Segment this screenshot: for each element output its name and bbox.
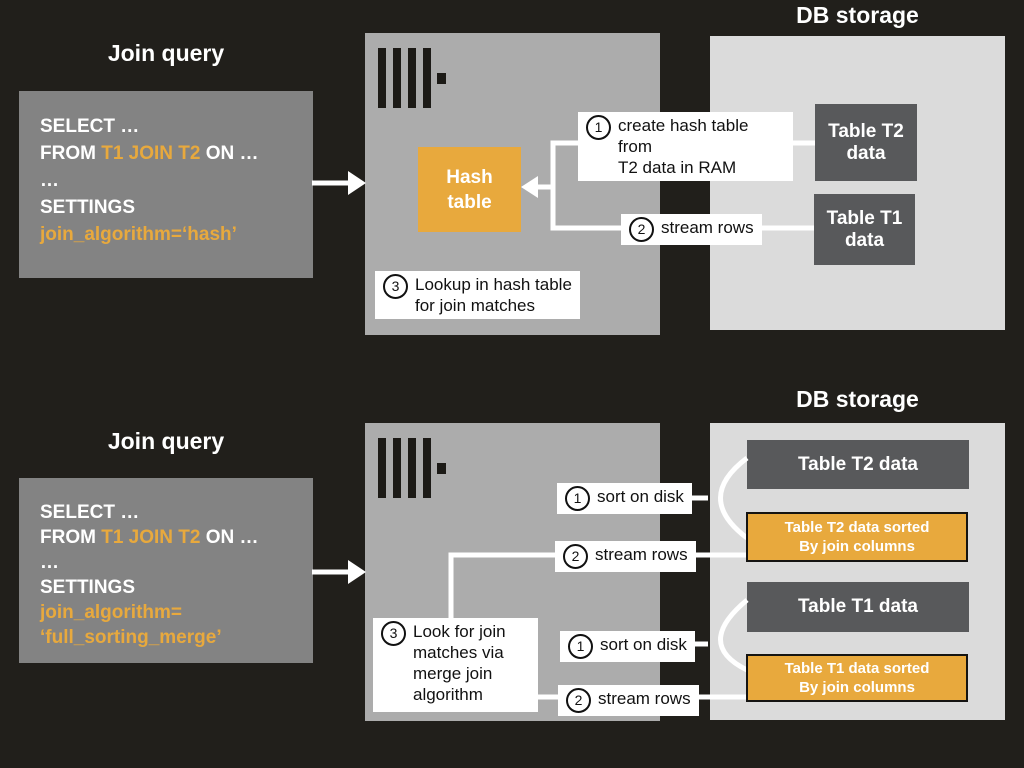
sql-line: ‘full_sorting_merge’ [40,627,222,648]
table-t2-data-box: Table T2 data [815,104,917,181]
sql-line: FROM T1 JOIN T2 ON … [40,527,259,548]
callout-sort-on-disk-t1: 1 sort on disk [560,631,695,662]
sql-line: … [40,170,59,191]
table-t1-data-box: Table T1 data [747,582,969,632]
callout-stream-rows: 2 stream rows [621,214,762,245]
merge-join-query-box: SELECT … FROM T1 JOIN T2 ON … … SETTINGS… [19,478,313,663]
hash-join-query-title: Join query [107,40,225,66]
callout-stream-rows-t1: 2 stream rows [558,685,699,716]
hash-join-sql: SELECT … FROM T1 JOIN T2 ON … … SETTINGS… [40,113,259,248]
table-t1-sorted-box: Table T1 data sorted By join columns [746,654,968,702]
sql-line: join_algorithm= [40,602,182,623]
sql-line: SELECT … [40,116,140,137]
step-number-circle: 3 [383,274,408,299]
step-number-circle: 1 [586,115,611,140]
hash-join-db-storage-title: DB storage [796,2,919,28]
hash-join-db-storage-box [710,36,1005,330]
callout-sort-on-disk-t2: 1 sort on disk [557,483,692,514]
table-t1-data-box: Table T1 data [814,194,915,265]
merge-join-query-title: Join query [107,428,225,454]
step-number-circle: 2 [629,217,654,242]
sql-line: SETTINGS [40,197,136,218]
sql-line: … [40,552,59,573]
callout-merge-join-lookup: 3 Look for join matches via merge join a… [373,618,538,712]
table-t2-data-box: Table T2 data [747,440,969,489]
step-number-circle: 1 [565,486,590,511]
step-number-circle: 2 [563,544,588,569]
arrow-query-to-server-head [348,560,366,584]
sql-line: SETTINGS [40,577,136,598]
merge-join-db-storage-title: DB storage [796,386,919,412]
sql-line: FROM T1 JOIN T2 ON … [40,143,259,164]
step-number-circle: 1 [568,634,593,659]
step-number-circle: 3 [381,621,406,646]
sql-line: join_algorithm=‘hash’ [40,224,237,245]
callout-lookup-hash-table: 3 Lookup in hash table for join matches [375,271,580,319]
arrow-query-to-server-head [348,171,366,195]
hash-join-query-box: SELECT … FROM T1 JOIN T2 ON … … SETTINGS… [19,91,313,278]
callout-create-hash-table: 1 create hash table from T2 data in RAM [578,112,793,181]
step-number-circle: 2 [566,688,591,713]
callout-stream-rows-t2: 2 stream rows [555,541,696,572]
merge-join-sql: SELECT … FROM T1 JOIN T2 ON … … SETTINGS… [40,500,259,650]
hash-table-box: Hash table [418,147,521,232]
sql-line: SELECT … [40,502,140,523]
table-t2-sorted-box: Table T2 data sorted By join columns [746,512,968,562]
